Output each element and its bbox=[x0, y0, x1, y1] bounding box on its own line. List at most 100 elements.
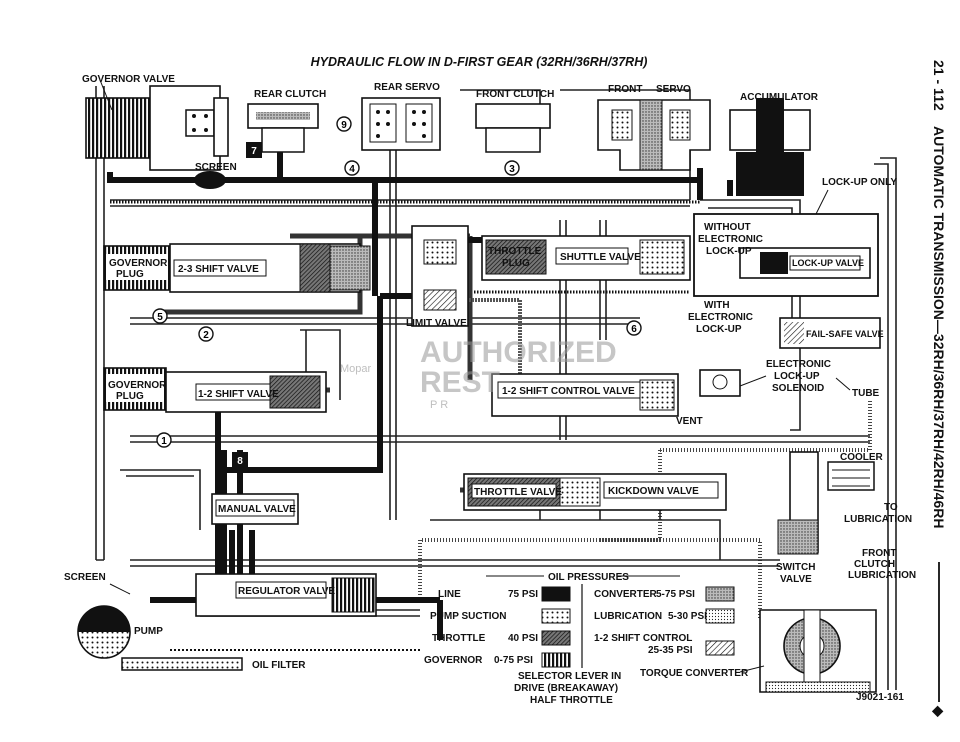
label-without-1: WITHOUT bbox=[704, 222, 751, 233]
circuit-badge-5: 5 bbox=[152, 308, 168, 324]
accumulator bbox=[729, 98, 811, 196]
label-without-3: LOCK-UP bbox=[706, 246, 752, 257]
label-governor-plug-2: GOVERNOR bbox=[108, 380, 167, 391]
watermark-text-4: P R bbox=[430, 399, 448, 411]
lockup-valve bbox=[693, 213, 879, 297]
label-limit-valve: LIMIT VALVE bbox=[406, 318, 467, 329]
legend-value: 25-35 PSI bbox=[648, 645, 693, 656]
circuit-badge-2: 2 bbox=[198, 326, 214, 342]
switch-valve bbox=[777, 451, 819, 555]
label-front-servo-front: FRONT bbox=[608, 84, 642, 95]
label-shuttle-valve: SHUTTLE VALVE bbox=[560, 252, 641, 263]
label-without-2: ELECTRONIC bbox=[698, 234, 763, 245]
label-fail-safe-valve: FAIL-SAFE VALVE bbox=[806, 329, 884, 339]
label-rear-servo: REAR SERVO bbox=[374, 82, 440, 93]
label-shift-valve-1-2: 1-2 SHIFT VALVE bbox=[198, 389, 279, 400]
label-switch-valve-1: SWITCH bbox=[776, 562, 815, 573]
legend-name: LUBRICATION bbox=[594, 611, 662, 622]
pump bbox=[77, 605, 131, 659]
label-front-clutch-lub-1: FRONT bbox=[862, 548, 896, 559]
watermark-text-3: Mopar bbox=[340, 363, 372, 375]
regulator-valve bbox=[195, 573, 377, 617]
label-electronic-1: ELECTRONIC bbox=[766, 359, 831, 370]
bullet-icon: ◆ bbox=[931, 705, 947, 718]
legend-name: PUMP SUCTION bbox=[430, 611, 507, 622]
legend-swatch-line bbox=[541, 586, 571, 602]
watermark: AUTHORIZED REST Mopar P R bbox=[340, 336, 617, 411]
label-vent: VENT bbox=[676, 416, 703, 427]
label-torque-converter: TORQUE CONVERTER bbox=[640, 668, 749, 679]
label-throttle-valve: THROTTLE VALVE bbox=[474, 487, 562, 498]
legend-swatch-throttle bbox=[541, 630, 571, 646]
label-accumulator: ACCUMULATOR bbox=[740, 92, 819, 103]
label-screen-top: SCREEN bbox=[195, 162, 237, 173]
label-front-clutch: FRONT CLUTCH bbox=[476, 89, 554, 100]
label-rear-clutch: REAR CLUTCH bbox=[254, 89, 326, 100]
legend-footnote: SELECTOR LEVER IN bbox=[518, 671, 621, 682]
cooler bbox=[827, 461, 875, 491]
legend-value: 40 PSI bbox=[508, 633, 538, 644]
label-governor-plug-1b: PLUG bbox=[116, 269, 144, 280]
label-front-servo-servo: SERVO bbox=[656, 84, 691, 95]
legend-swatch-pump-suction bbox=[541, 608, 571, 624]
circuit-number: 7 bbox=[251, 146, 257, 157]
shift-control-valve-1-2 bbox=[491, 373, 679, 417]
label-electronic-3: SOLENOID bbox=[772, 383, 824, 394]
label-front-clutch-lub-2: CLUTCH bbox=[854, 559, 895, 570]
label-to-lub-1: TO bbox=[884, 502, 898, 513]
label-switch-valve-2: VALVE bbox=[780, 574, 812, 585]
label-lockup-valve: LOCK-UP VALVE bbox=[792, 258, 864, 268]
label-shift-valve-2-3: 2-3 SHIFT VALVE bbox=[178, 264, 259, 275]
front-servo bbox=[597, 99, 711, 171]
legend-footnote: DRIVE (BREAKAWAY) bbox=[514, 683, 618, 694]
label-governor-plug-2b: PLUG bbox=[116, 391, 144, 402]
rear-clutch bbox=[247, 103, 319, 153]
circuit-number: 2 bbox=[203, 330, 209, 341]
screen-icon bbox=[194, 171, 226, 189]
limit-valve bbox=[411, 225, 469, 327]
watermark-text-2: REST bbox=[420, 366, 500, 399]
label-pump: PUMP bbox=[134, 626, 163, 637]
legend-name: 1-2 SHIFT CONTROL bbox=[594, 633, 692, 644]
label-screen-bottom: SCREEN bbox=[64, 572, 106, 583]
page-number: 21 - 112 bbox=[931, 60, 947, 111]
diagram-title: HYDRAULIC FLOW IN D-FIRST GEAR (32RH/36R… bbox=[311, 55, 648, 69]
legend-footnote: HALF THROTTLE bbox=[530, 695, 613, 706]
throttle-plug-shuttle-valve bbox=[481, 235, 691, 281]
fail-safe-valve bbox=[779, 317, 881, 349]
circuit-badge-1: 1 bbox=[156, 432, 172, 448]
label-to-lub-2: LUBRICATION bbox=[844, 514, 912, 525]
circuit-number: 3 bbox=[509, 164, 515, 175]
label-with-2: ELECTRONIC bbox=[688, 312, 753, 323]
circuit-number: 4 bbox=[349, 164, 355, 175]
rear-servo bbox=[361, 97, 441, 151]
legend-value: 5-75 PSI bbox=[656, 589, 695, 600]
throttle-kickdown-valve bbox=[463, 473, 727, 511]
circuit-badge-7: 7 bbox=[246, 142, 262, 158]
circuit-badge-3: 3 bbox=[504, 160, 520, 176]
circuit-badge-6: 6 bbox=[626, 320, 642, 336]
label-front-clutch-lub-3: LUBRICATION bbox=[848, 570, 916, 581]
section-title: AUTOMATIC TRANSMISSION—32RH/36RH/37RH/42… bbox=[931, 126, 947, 528]
label-with-3: LOCK-UP bbox=[696, 324, 742, 335]
label-shift-control-valve: 1-2 SHIFT CONTROL VALVE bbox=[502, 386, 635, 397]
circuit-number: 8 bbox=[237, 456, 243, 467]
label-lockup-only: LOCK-UP ONLY bbox=[822, 177, 897, 188]
legend-value: 0-75 PSI bbox=[494, 655, 533, 666]
label-tube: TUBE bbox=[852, 388, 880, 399]
electronic-lockup-solenoid bbox=[699, 369, 767, 397]
legend-swatch-governor bbox=[541, 652, 571, 668]
governor-plug-1 bbox=[103, 245, 171, 291]
label-governor-valve: GOVERNOR VALVE bbox=[82, 74, 175, 85]
legend-value: 75 PSI bbox=[508, 589, 538, 600]
circuit-number: 1 bbox=[161, 436, 167, 447]
label-throttle-plug-2: PLUG bbox=[502, 258, 530, 269]
shift-valve-2-3 bbox=[169, 243, 371, 293]
label-oil-filter: OIL FILTER bbox=[252, 660, 306, 671]
circuit-badge-9: 9 bbox=[336, 116, 352, 132]
label-throttle-plug-1: THROTTLE bbox=[488, 246, 542, 257]
watermark-text-1: AUTHORIZED bbox=[420, 336, 617, 369]
legend-swatch-shift-control bbox=[705, 640, 735, 656]
label-kickdown-valve: KICKDOWN VALVE bbox=[608, 486, 699, 497]
